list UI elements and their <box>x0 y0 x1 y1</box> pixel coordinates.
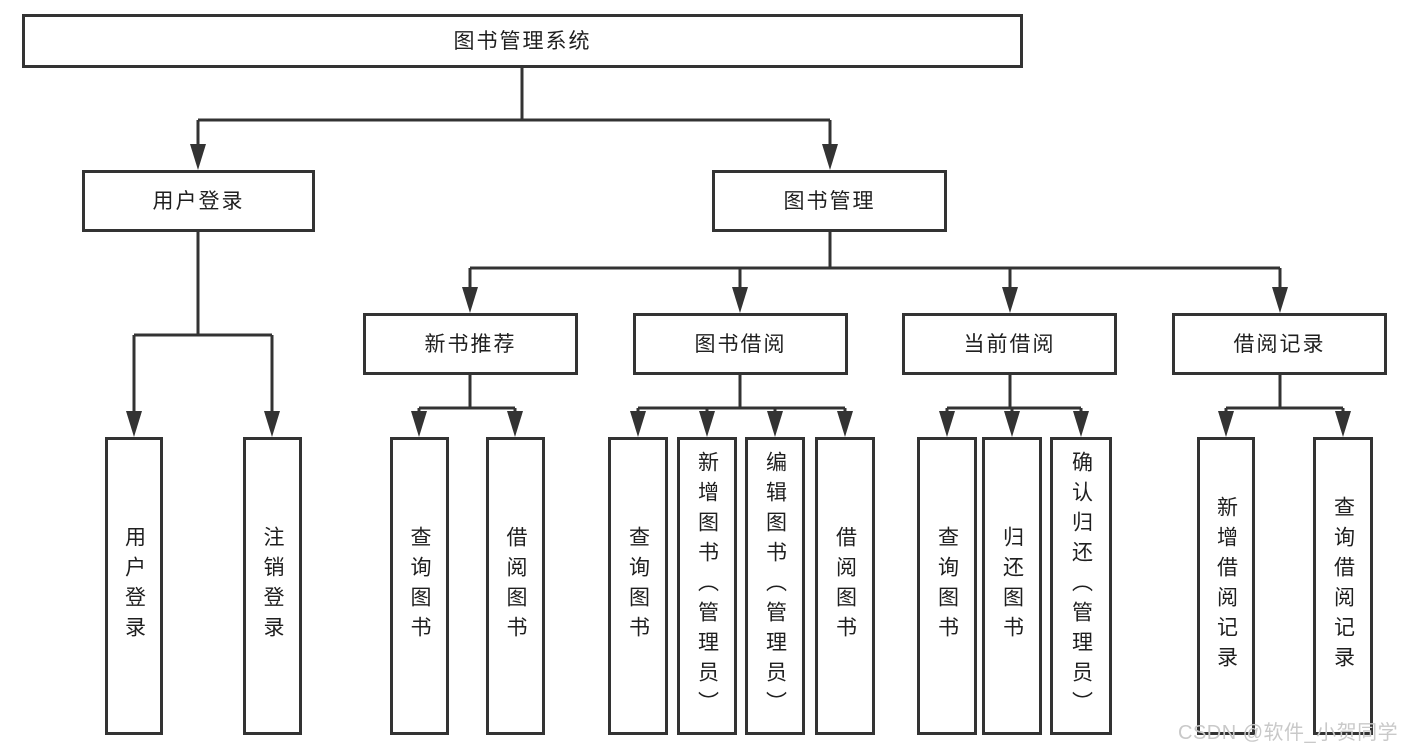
node-borrowing-records: 借阅记录 <box>1172 313 1387 375</box>
leaf-current-return-books: 归还图书 <box>982 437 1042 735</box>
node-new-book-recommend: 新书推荐 <box>363 313 578 375</box>
leaf-user-login: 用户登录 <box>105 437 163 735</box>
leaf-borrowing-borrow-books: 借阅图书 <box>815 437 875 735</box>
leaf-borrowing-query-books: 查询图书 <box>608 437 668 735</box>
node-book-management: 图书管理 <box>712 170 947 232</box>
csdn-watermark: CSDN @软件_小贺同学 <box>1178 722 1399 744</box>
leaf-recommend-query-books: 查询图书 <box>390 437 449 735</box>
leaf-borrowing-edit-books-admin: 编辑图书（管理员） <box>745 437 805 735</box>
leaf-records-query-record: 查询借阅记录 <box>1313 437 1373 735</box>
arrowhead-icons <box>126 144 1351 437</box>
leaf-recommend-borrow-books: 借阅图书 <box>486 437 545 735</box>
node-user-login: 用户登录 <box>82 170 315 232</box>
node-current-borrowing: 当前借阅 <box>902 313 1117 375</box>
node-root-system: 图书管理系统 <box>22 14 1023 68</box>
node-book-borrowing: 图书借阅 <box>633 313 848 375</box>
leaf-borrowing-add-books-admin: 新增图书（管理员） <box>677 437 737 735</box>
leaf-records-add-record: 新增借阅记录 <box>1197 437 1255 735</box>
leaf-current-confirm-return-admin: 确认归还（管理员） <box>1050 437 1112 735</box>
leaf-current-query-books: 查询图书 <box>917 437 977 735</box>
leaf-logout: 注销登录 <box>243 437 302 735</box>
